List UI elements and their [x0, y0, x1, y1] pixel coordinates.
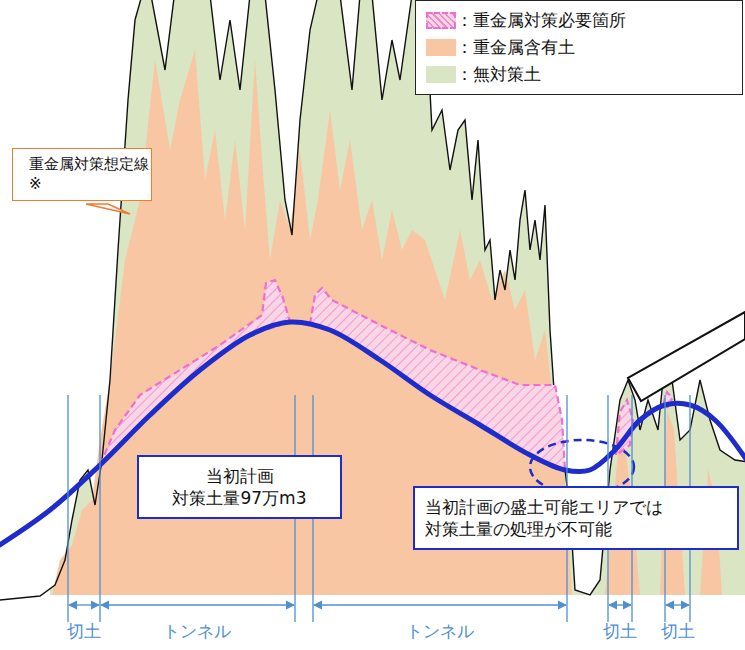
section-label: トンネル: [163, 620, 231, 643]
section-label: トンネル: [406, 620, 474, 643]
legend-text: ：重金属含有土: [456, 36, 575, 59]
dimension-arrow: [609, 604, 631, 605]
note-box: 当初計画の盛土可能エリアでは 対策土量の処理が不可能: [413, 486, 739, 550]
dimension-arrow: [666, 604, 689, 605]
pointer-bar: [628, 312, 745, 401]
legend-zone-sample: [426, 12, 456, 29]
planned-grade-line: [0, 322, 745, 548]
section-label: 切土: [603, 620, 637, 643]
terrain-line: [0, 0, 745, 600]
legend-row: ：重金属対策必要箇所: [426, 7, 732, 34]
untreated-soil-area: [50, 0, 745, 595]
legend-text: ：無対策土: [456, 63, 541, 86]
box-text: 重金属対策想定線※: [29, 155, 135, 194]
legend-swatch: [426, 39, 456, 56]
dimension-arrow: [69, 604, 99, 605]
legend-box: ：重金属対策必要箇所 ：重金属含有土 ：無対策土: [415, 0, 743, 95]
callout-tail: [86, 204, 130, 214]
box-text: 当初計画 対策土量97万m3: [159, 465, 320, 509]
section-label: 切土: [67, 620, 101, 643]
legend-row: ：無対策土: [426, 61, 732, 88]
dimension-arrow: [101, 604, 294, 605]
dimension-arrow: [314, 604, 566, 605]
plan-box: 当初計画 対策土量97万m3: [137, 455, 342, 519]
section-boundary: [99, 395, 100, 622]
section-boundary: [67, 395, 68, 622]
section-label: 切土: [661, 620, 695, 643]
box-text: 当初計画の盛土可能エリアでは 対策土量の処理が不可能: [425, 496, 727, 540]
legend-row: ：重金属含有土: [426, 34, 732, 61]
countermeasure-zone: [310, 288, 565, 470]
legend-text: ：重金属対策必要箇所: [456, 9, 626, 32]
callout-box: 重金属対策想定線※: [12, 148, 152, 201]
legend-swatch: [426, 66, 456, 83]
